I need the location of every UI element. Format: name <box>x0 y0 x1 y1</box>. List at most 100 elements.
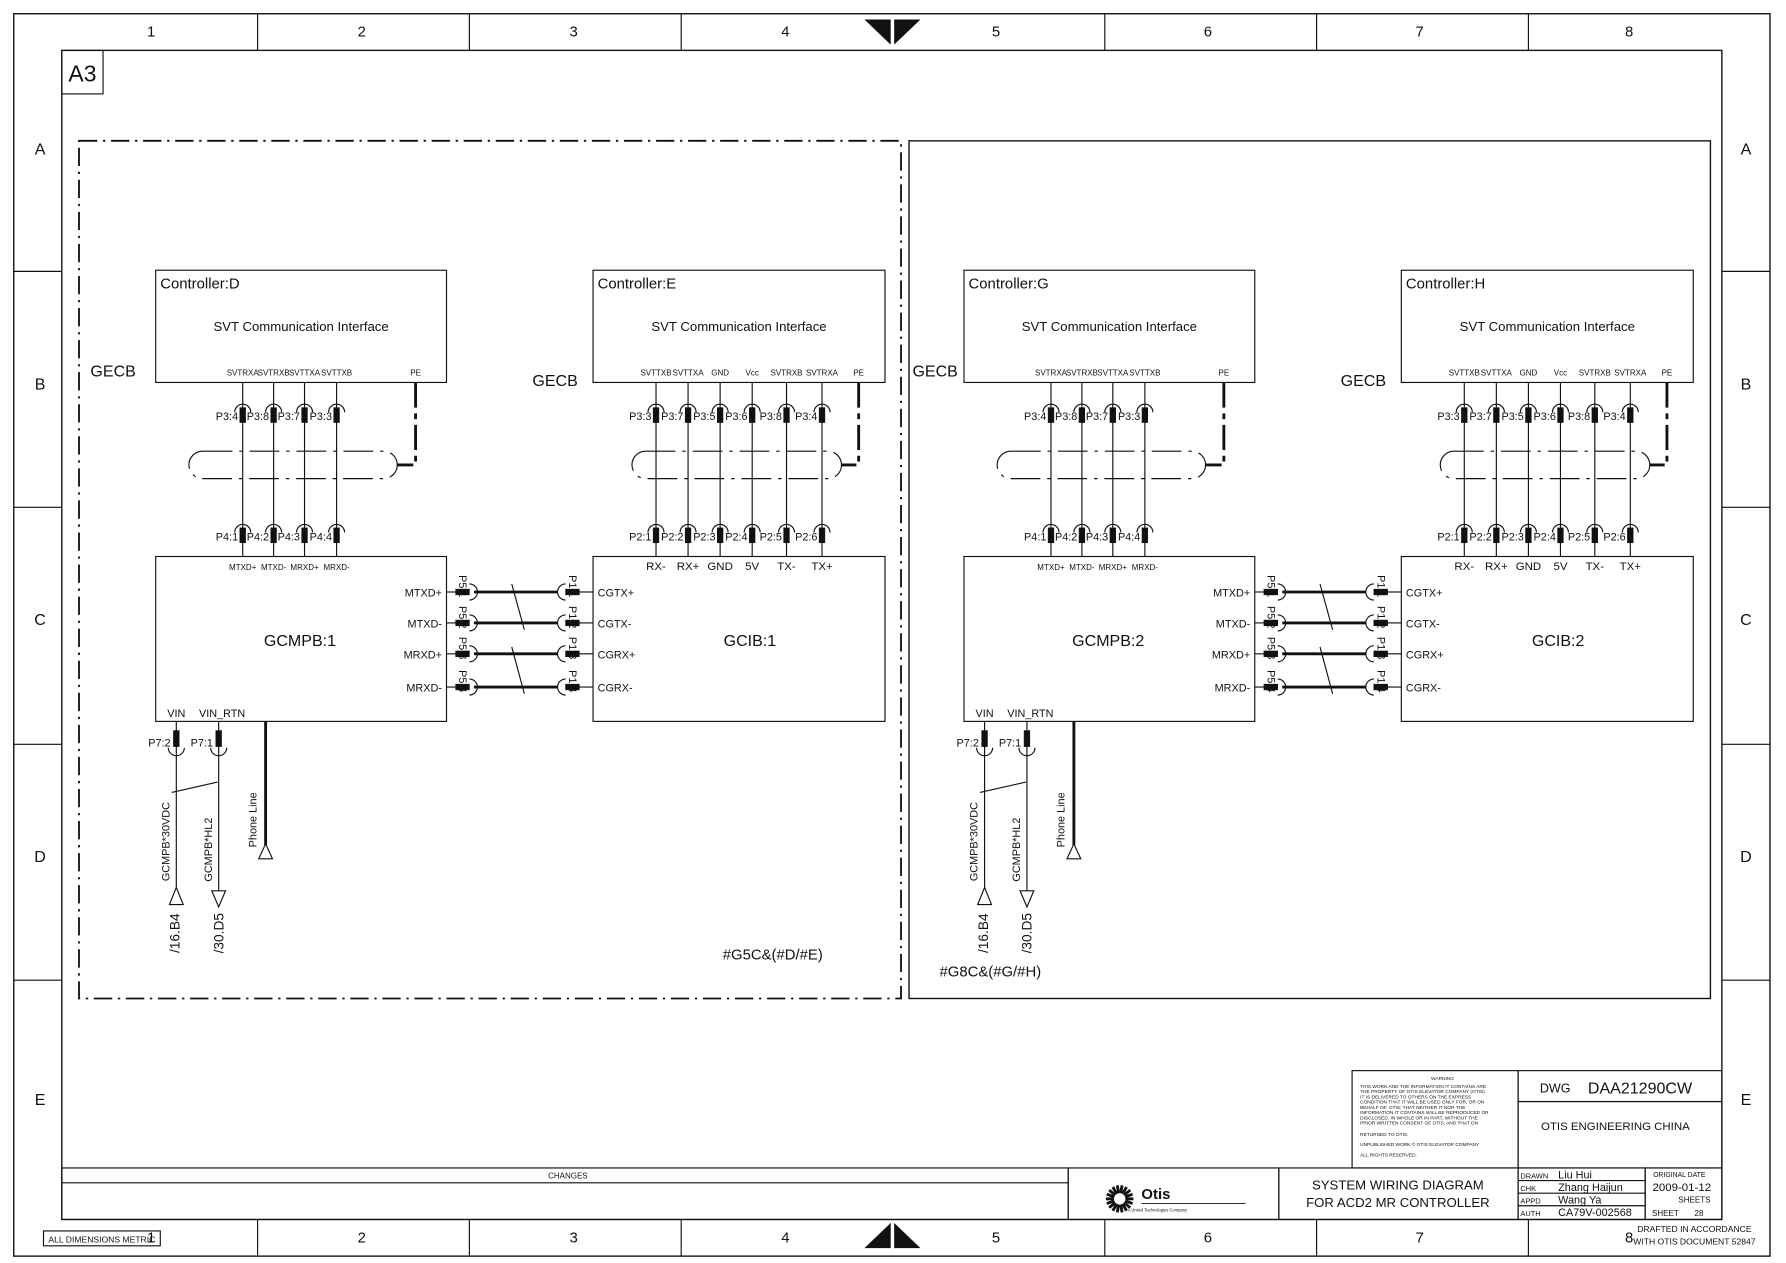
logo-ray <box>1115 1204 1121 1213</box>
connector-socket-icon <box>647 403 665 413</box>
column-number-top: 1 <box>147 25 155 41</box>
connector-bottom-label: P4:4 <box>310 531 332 543</box>
drafted-note-line1: DRAFTED IN ACCORDANCE <box>1637 1224 1752 1234</box>
twisted-pair-mark <box>1319 583 1334 630</box>
connector-socket-icon <box>1551 523 1570 533</box>
connector-p3-pin <box>1078 407 1086 423</box>
controller-pin-label: SVTRXA <box>806 369 839 378</box>
gcmpb-title: GCMPB:2 <box>1072 632 1144 650</box>
title-box <box>1278 1167 1519 1221</box>
connector-p3-label: P3:4 <box>1024 411 1046 423</box>
logo-ray <box>1119 1185 1124 1194</box>
sheet-size-box <box>61 49 104 95</box>
pe-ground-wire <box>1649 382 1669 467</box>
connector-p3-pin <box>1109 407 1116 423</box>
connector-socket-icon <box>1365 645 1374 663</box>
controller-pin-label: SVTTXA <box>1097 369 1129 378</box>
pe-ground-wire <box>397 382 418 467</box>
gcmpb-title: GCMPB:1 <box>264 632 336 650</box>
pe-pin-label: PE <box>1662 369 1673 378</box>
controller-right-title: Controller:E <box>598 277 677 293</box>
controller-pin-label: SVTRXA <box>227 369 260 378</box>
controller-pin-label: SVTTXB <box>640 369 671 378</box>
column-number-top: 5 <box>992 25 1000 41</box>
vin-rtn-label: VIN_RTN <box>1007 708 1053 720</box>
connector-p3-label: P3:8 <box>1055 411 1077 423</box>
connector-socket-icon <box>1042 523 1060 533</box>
row-letter-left: A <box>35 141 46 159</box>
controller-right-box <box>592 269 886 384</box>
column-number-top: 6 <box>1204 25 1212 41</box>
phone-line-label: Phone Line <box>247 792 259 847</box>
centering-arrow-icon <box>894 19 921 45</box>
gcib-title: GCIB:1 <box>724 632 777 650</box>
gcmpb-box <box>963 555 1256 722</box>
row-letter-right: E <box>1741 1091 1752 1109</box>
connector-socket-icon <box>557 583 566 601</box>
gcmpb-port-label: MTXD- <box>1216 618 1251 630</box>
vin-reference: /16.B4 <box>168 913 183 953</box>
gcmpb-port-label: MTXD+ <box>1213 588 1250 600</box>
connector-p3-pin <box>1591 407 1598 423</box>
sheet-number: 28 <box>1695 1209 1704 1218</box>
gcmpb-pin-label: MTXD- <box>1069 563 1095 572</box>
connector-bottom-label: P4:2 <box>247 531 269 543</box>
connector-p5-pin <box>1263 683 1278 691</box>
controller-left-subtitle: SVT Communication Interface <box>1022 319 1197 334</box>
connector-socket-icon <box>1018 747 1036 757</box>
gcib-pin-label: TX+ <box>1620 561 1642 573</box>
connector-socket-icon <box>679 523 697 533</box>
connector-bottom-pin <box>1591 527 1598 544</box>
connector-bottom-pin <box>239 527 246 544</box>
sheet-label: SHEET <box>1652 1209 1679 1218</box>
changes-label: CHANGES <box>548 1171 588 1180</box>
connector-p3-pin <box>301 407 308 423</box>
controller-pin-label: SVTRXB <box>258 369 290 378</box>
controller-pin-label: Vcc <box>746 369 759 378</box>
centering-arrow-icon <box>864 19 891 45</box>
connector-p1-label: P1:4 <box>1374 670 1386 692</box>
gcib-port-label: CGTX- <box>598 618 632 630</box>
gcmpb-pin-label: MRXD- <box>1132 563 1159 572</box>
connector-p3-label: P3:8 <box>247 411 269 423</box>
group-label: #G8C&(#G/#H) <box>939 965 1041 981</box>
column-number-bottom: 2 <box>358 1230 366 1246</box>
connector-bottom-pin <box>1627 527 1634 544</box>
column-number-top: 8 <box>1625 25 1633 41</box>
connector-bottom-label: P4:3 <box>278 531 300 543</box>
logo-center <box>1115 1194 1125 1204</box>
connector-p3-pin <box>684 407 692 423</box>
chk-label: CHK <box>1520 1184 1536 1193</box>
connector-bottom-pin <box>749 527 756 544</box>
vin-wire-label: GCMPB*30VDC <box>969 802 981 881</box>
connector-p1-label: P1:3 <box>566 637 578 659</box>
logo-ray <box>1108 1201 1117 1209</box>
gcib-title: GCIB:2 <box>1532 632 1585 650</box>
twisted-pair-mark <box>171 781 218 793</box>
connector-p5-label: P5:2 <box>456 606 468 628</box>
warning-heading: WARNING <box>1431 1076 1454 1082</box>
gcib-pin-label: TX- <box>777 561 796 573</box>
connector-p3-label: P3:8 <box>760 411 782 423</box>
off-page-arrow-down-icon <box>210 890 227 909</box>
connector-bottom-label: P2:1 <box>1437 531 1459 543</box>
pe-pin-label: PE <box>1219 369 1230 378</box>
gcib-pin-label: RX- <box>646 561 666 573</box>
row-letter-right: D <box>1740 848 1752 866</box>
logo-ray <box>1119 1204 1124 1213</box>
column-number-top: 3 <box>569 25 577 41</box>
controller-right-subtitle: SVT Communication Interface <box>1460 319 1635 334</box>
connector-socket-icon <box>1455 403 1473 413</box>
gcmpb-port-label: MTXD+ <box>405 588 442 600</box>
warning-text: PRIOR WRITTEN CONSENT OF OTIS; AND THAT … <box>1360 1121 1479 1127</box>
chk-value: Zhang Haijun <box>1558 1182 1623 1194</box>
centering-arrow-icon <box>894 1222 921 1249</box>
connector-bottom-label: P4:1 <box>1024 531 1046 543</box>
controller-pin-label: SVTRXB <box>771 369 803 378</box>
connector-socket-icon <box>265 403 283 413</box>
connector-p5-label: P5:4 <box>1264 670 1276 692</box>
controller-left-box <box>155 269 448 384</box>
connector-p3-label: P3:6 <box>725 411 747 423</box>
connector-p3-label: P3:5 <box>1501 411 1523 423</box>
